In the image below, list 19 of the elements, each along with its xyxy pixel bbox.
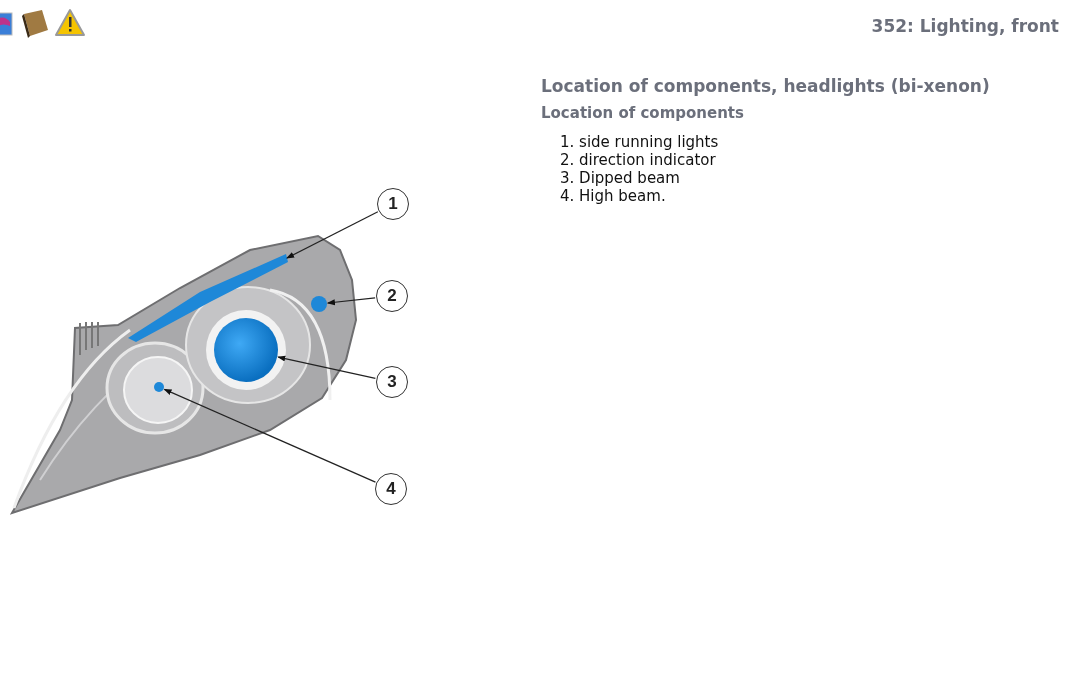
indicator-lamp <box>311 296 327 312</box>
subheading: Location of components <box>541 104 744 122</box>
list-item: 3. Dipped beam <box>560 169 680 187</box>
callout-number: 2 <box>376 280 408 312</box>
list-item: 1. side running lights <box>560 133 719 151</box>
callout-number: 1 <box>377 188 409 220</box>
section-heading: Location of components, headlights (bi-xenon) <box>541 76 990 96</box>
high-beam-bulb <box>154 382 164 392</box>
list-item: 4. High beam. <box>560 187 666 205</box>
running-light-strip <box>128 254 288 342</box>
leader-line <box>286 211 379 259</box>
callout-number: 3 <box>376 366 408 398</box>
leader-line <box>277 355 376 379</box>
page-title: 352: Lighting, front <box>871 16 1059 36</box>
dipped-beam-lens <box>214 318 278 382</box>
list-item: 2. direction indicator <box>560 151 716 169</box>
leader-line <box>163 388 377 483</box>
leader-line <box>326 297 376 306</box>
callout-number: 4 <box>375 473 407 505</box>
